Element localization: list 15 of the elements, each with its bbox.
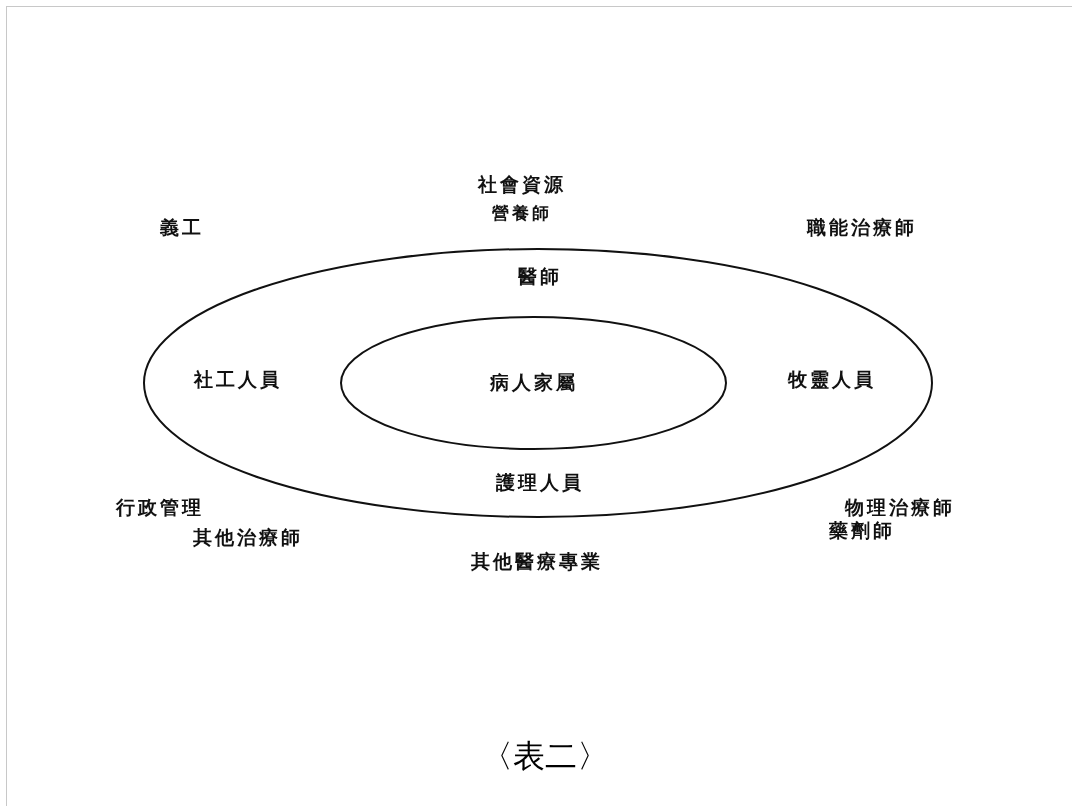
role-label: 其他治療師 [193, 525, 303, 550]
role-label: 職能治療師 [807, 215, 917, 240]
caption: 〈表二〉 [481, 736, 609, 777]
role-label: 社工人員 [194, 367, 282, 392]
role-label: 行政管理 [116, 495, 204, 520]
role-label: 物理治療師 [845, 495, 955, 520]
role-label: 營養師 [492, 201, 552, 225]
role-label: 其他醫療專業 [471, 549, 603, 574]
role-label: 醫師 [518, 264, 562, 289]
role-label: 社會資源 [478, 172, 566, 197]
role-label: 藥劑師 [829, 518, 895, 543]
role-label: 病人家屬 [490, 370, 578, 395]
role-label: 義工 [160, 215, 204, 240]
role-label: 牧靈人員 [788, 367, 876, 392]
role-label: 護理人員 [496, 470, 584, 495]
